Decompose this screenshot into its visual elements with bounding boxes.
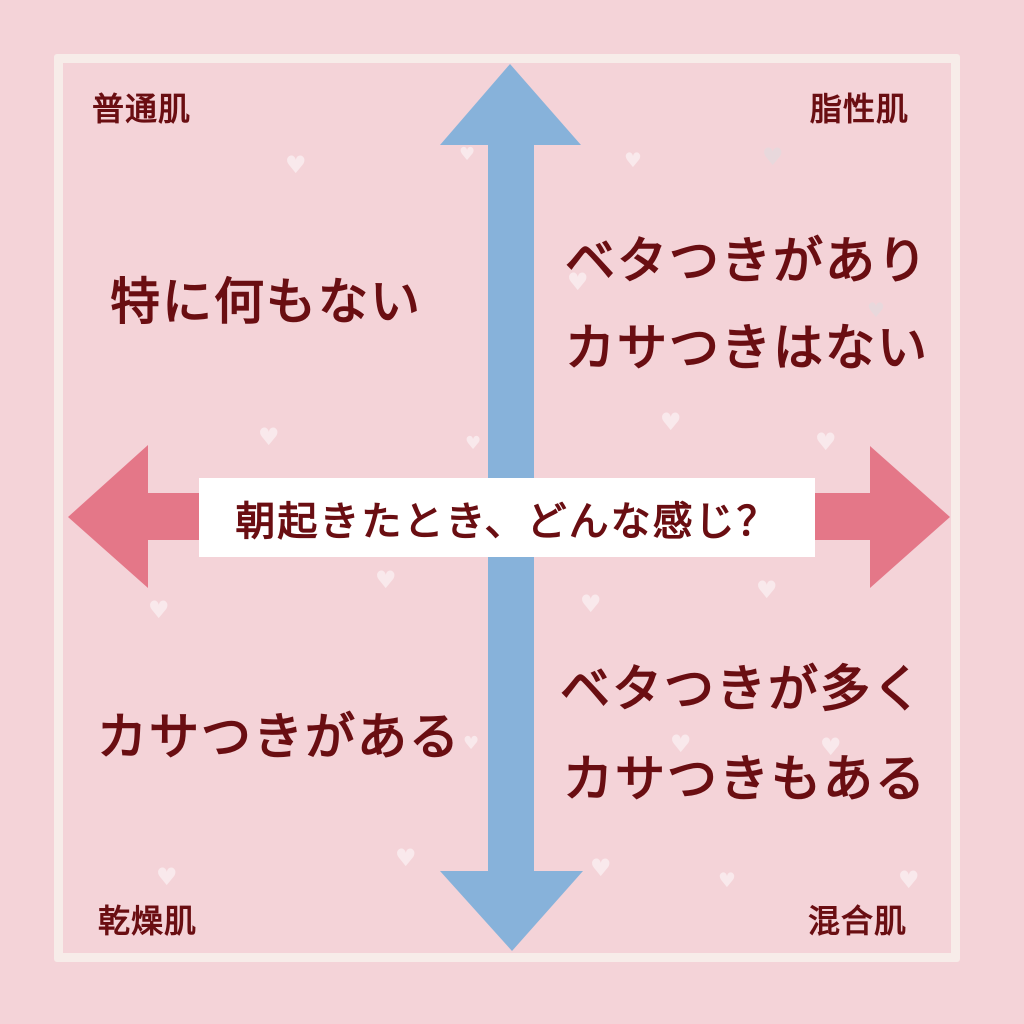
- heart-icon: ♥: [285, 151, 307, 179]
- label-dry-skin: 乾燥肌: [98, 902, 198, 940]
- quadrant-bottom-left-text: カサつきがある: [97, 708, 461, 766]
- heart-icon: ♥: [867, 298, 885, 322]
- decorative-frame: [54, 54, 960, 962]
- heart-icon: ♥: [762, 143, 784, 171]
- quadrant-top-right-line1: ベタつきがあり: [565, 232, 929, 290]
- heart-icon: ♥: [590, 854, 612, 882]
- heart-icon: ♥: [580, 590, 602, 618]
- quadrant-top-left-text: 特に何もない: [110, 273, 422, 331]
- center-question-box: 朝起きたとき、どんな感じ？: [199, 478, 815, 557]
- heart-icon: ♥: [815, 428, 837, 456]
- center-question: 朝起きたとき、どんな感じ？: [235, 498, 779, 545]
- heart-icon: ♥: [395, 844, 417, 872]
- heart-icon: ♥: [156, 863, 178, 891]
- heart-icon: ♥: [756, 576, 778, 604]
- heart-icon: ♥: [670, 730, 692, 758]
- heart-icon: ♥: [463, 733, 480, 754]
- heart-icon: ♥: [624, 148, 642, 172]
- heart-icon: ♥: [660, 408, 682, 436]
- heart-icon: ♥: [375, 566, 397, 594]
- label-normal-skin: 普通肌: [92, 90, 192, 128]
- heart-icon: ♥: [465, 433, 482, 454]
- quadrant-bottom-right-line1: ベタつきが多く: [560, 660, 924, 718]
- heart-icon: ♥: [718, 868, 736, 892]
- label-combination-skin: 混合肌: [808, 902, 908, 940]
- quadrant-bottom-right-line2: カサつきもある: [563, 750, 927, 808]
- heart-icon: ♥: [820, 733, 842, 761]
- heart-icon: ♥: [258, 423, 280, 451]
- heart-icon: ♥: [148, 596, 170, 624]
- quadrant-top-right-line2: カサつきはない: [565, 319, 929, 377]
- heart-icon: ♥: [567, 268, 589, 296]
- heart-icon: ♥: [898, 866, 920, 894]
- label-oily-skin: 脂性肌: [810, 90, 910, 128]
- heart-icon: ♥: [459, 144, 476, 165]
